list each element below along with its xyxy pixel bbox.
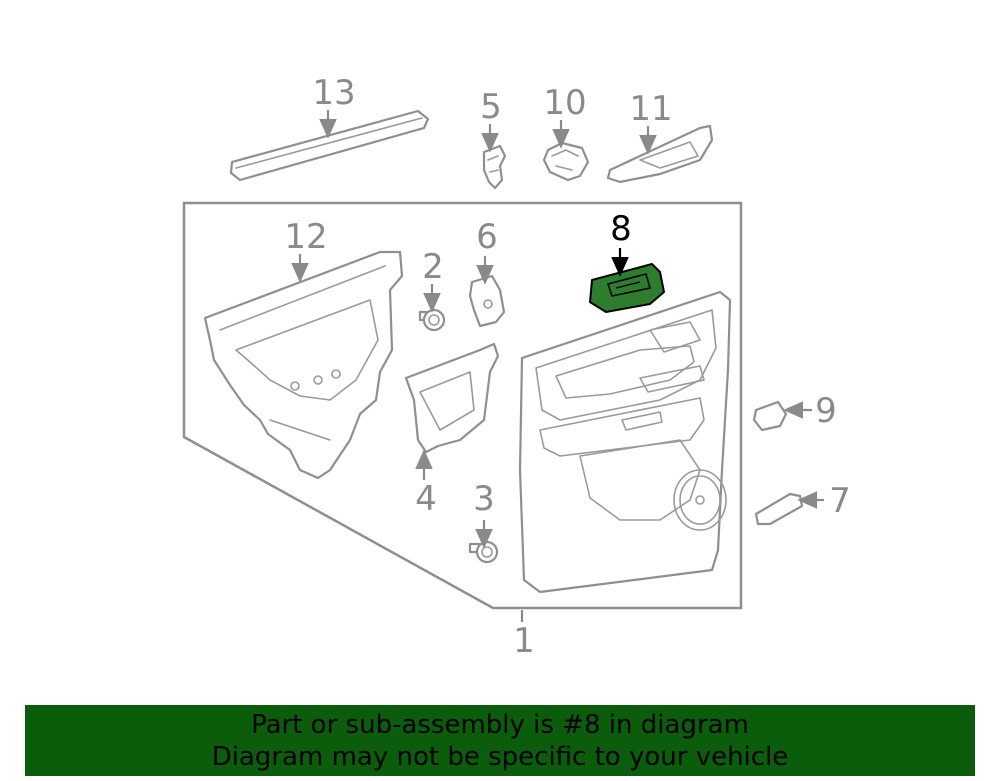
info-banner: Part or sub-assembly is #8 in diagram Di…	[25, 705, 975, 776]
callout-7: 7	[829, 481, 851, 521]
part-10-switch[interactable]	[542, 141, 590, 182]
callout-3: 3	[473, 479, 495, 519]
callout-10: 10	[543, 83, 586, 123]
part-11-switch-bezel[interactable]	[606, 124, 714, 184]
part-8-switch-highlighted[interactable]	[589, 263, 665, 313]
part-13-trim-strip[interactable]	[229, 109, 430, 182]
callout-4: 4	[415, 479, 437, 519]
callout-1: 1	[513, 621, 535, 661]
callout-9: 9	[815, 391, 837, 431]
callout-5: 5	[480, 87, 502, 127]
part-12-inner-panel[interactable]	[203, 250, 404, 480]
part-4-reinforcement[interactable]	[404, 342, 500, 454]
part-5-clip[interactable]	[482, 144, 507, 190]
parts-diagram: 13 5 10 11 12 2 6 8 9 7 4 3 1	[182, 73, 851, 661]
callout-2: 2	[422, 247, 444, 287]
banner-line-disclaimer: Diagram may not be specific to your vehi…	[211, 742, 789, 772]
callout-13: 13	[312, 73, 355, 113]
callout-6: 6	[476, 217, 498, 257]
callout-8: 8	[610, 209, 632, 249]
assembly-outline	[182, 201, 743, 610]
part-6-bracket[interactable]	[468, 274, 506, 328]
callout-11: 11	[629, 89, 672, 129]
part-9-small-switch[interactable]	[752, 400, 788, 432]
part-1-door-trim-panel[interactable]	[518, 290, 732, 594]
callout-12: 12	[284, 217, 327, 257]
banner-line-part-number: Part or sub-assembly is #8 in diagram	[251, 710, 749, 740]
part-3-grommet[interactable]	[468, 540, 499, 564]
part-7-lens[interactable]	[754, 492, 804, 526]
part-2-grommet[interactable]	[418, 308, 446, 332]
